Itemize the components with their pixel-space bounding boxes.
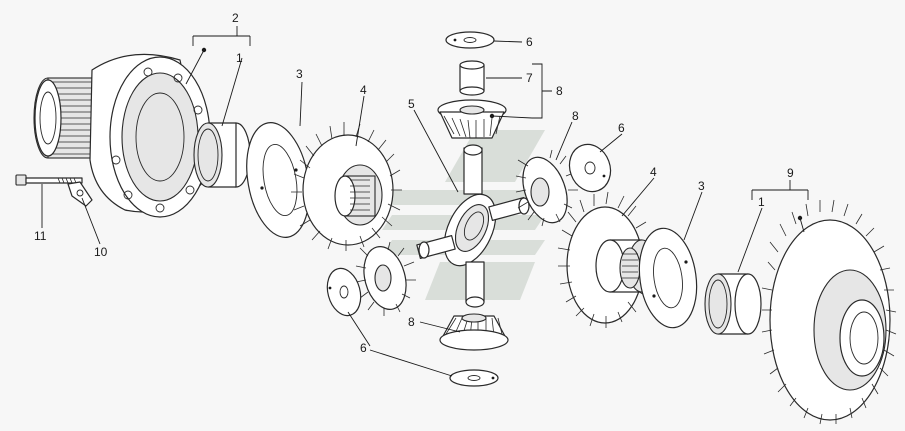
callout-8-bracket: 8 [556, 84, 563, 98]
ring-gear-part [761, 199, 897, 425]
pinion-gear-lower-left-part [355, 241, 416, 316]
pinion-gear-top-part [437, 99, 507, 139]
side-gear-left-part [291, 122, 402, 251]
callout-4-left: 4 [360, 83, 367, 97]
sleeve-part [459, 60, 485, 96]
pinion-gear-bottom-part [439, 313, 509, 351]
callout-11: 11 [34, 229, 47, 243]
leader-lines [41, 26, 809, 377]
callout-5: 5 [408, 97, 415, 111]
callout-6-right: 6 [618, 121, 625, 135]
callout-1-left: 1 [236, 51, 243, 65]
callout-3-left: 3 [296, 67, 303, 81]
washer-top-part [445, 31, 495, 49]
callout-4-right: 4 [650, 165, 657, 179]
callout-labels: 1 2 3 4 5 6 7 8 8 6 4 3 9 1 11 10 8 6 [34, 11, 794, 355]
callout-10: 10 [94, 245, 108, 259]
callout-9: 9 [787, 166, 794, 180]
bushing-ring-right-part [704, 273, 762, 335]
bolt-part [15, 174, 83, 186]
callout-1-right: 1 [758, 195, 765, 209]
callout-8-bottom: 8 [408, 315, 415, 329]
pinion-gear-right-part [515, 149, 578, 227]
callout-6-bottom: 6 [360, 341, 367, 355]
spider-cross-part [416, 144, 530, 308]
callout-7: 7 [526, 71, 533, 85]
washer-right-part [568, 143, 612, 193]
callout-6-top: 6 [526, 35, 533, 49]
washer-bottom-part [449, 369, 499, 387]
callout-8-right: 8 [572, 109, 579, 123]
bushing-ring-left-part [193, 122, 251, 188]
thrust-washer-right-part [638, 227, 698, 329]
callout-3-right: 3 [698, 179, 705, 193]
lock-plate-part [67, 181, 93, 207]
washer-lower-left-part [326, 267, 362, 317]
differential-case-part [33, 53, 211, 218]
callout-2: 2 [232, 11, 239, 25]
